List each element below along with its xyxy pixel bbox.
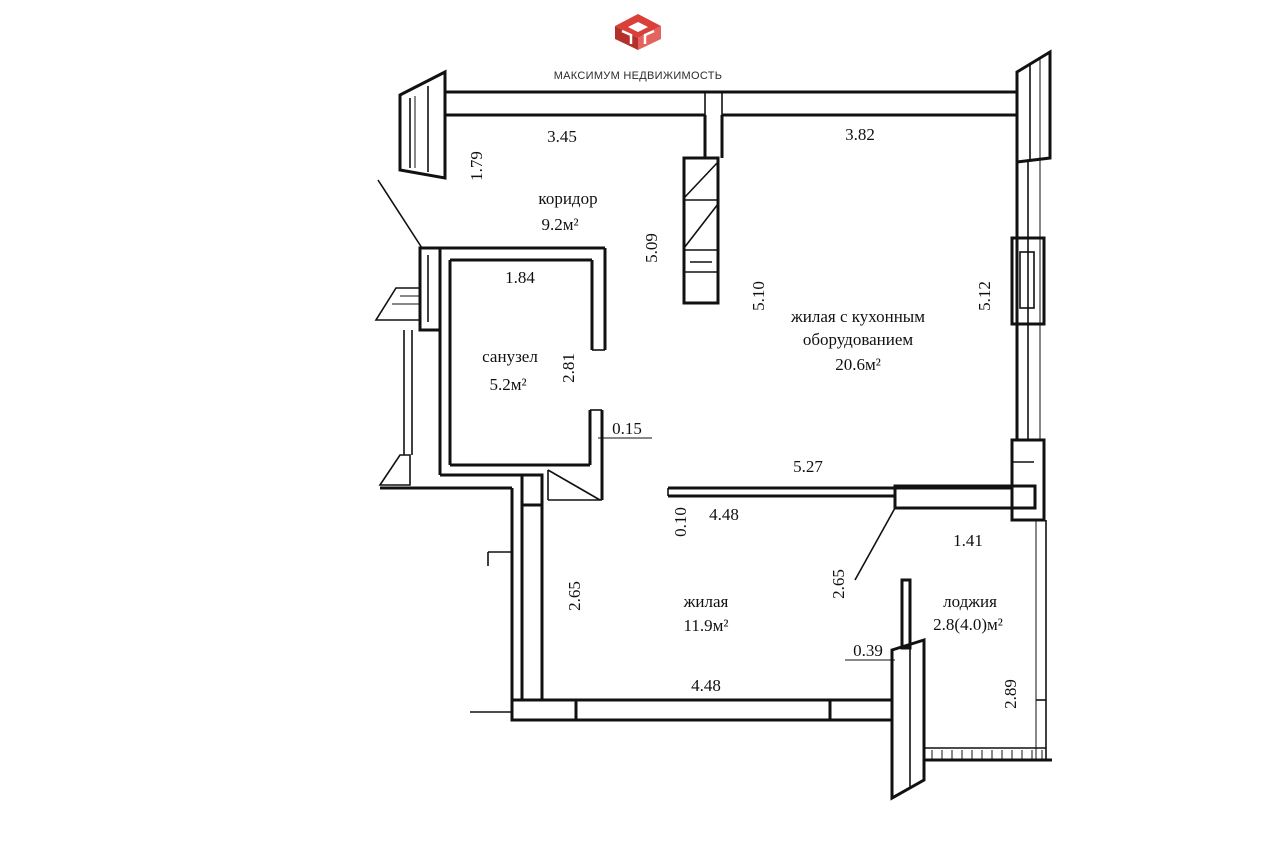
dim-partition-527: 5.27 bbox=[793, 457, 823, 476]
exterior-wall-top bbox=[444, 90, 1017, 117]
dim-partition-thickness: 0.10 bbox=[671, 507, 690, 537]
dim-loggia-depth: 2.89 bbox=[1001, 679, 1020, 709]
bathroom-area: 5.2м² bbox=[489, 375, 526, 394]
dim-kitchen-depth-left: 5.10 bbox=[749, 281, 768, 311]
loggia-walls bbox=[890, 578, 1052, 801]
window-top-left bbox=[398, 69, 447, 180]
dim-living-width-top: 4.48 bbox=[709, 505, 739, 524]
dim-loggia-width: 1.41 bbox=[953, 531, 983, 550]
brand-name: МАКСИМУМ НЕДВИЖИМОСТЬ bbox=[554, 70, 723, 82]
corridor-area: 9.2м² bbox=[541, 215, 578, 234]
dim-bathroom-depth: 2.81 bbox=[559, 353, 578, 383]
dim-partition-509: 5.09 bbox=[642, 233, 661, 263]
logo-cube-icon bbox=[615, 14, 661, 50]
exterior-wall-left bbox=[378, 330, 514, 713]
bathroom-name: санузел bbox=[482, 347, 538, 366]
dimension-leaders bbox=[598, 437, 895, 661]
corridor-name: коридор bbox=[538, 189, 597, 208]
dim-corridor-width: 3.45 bbox=[547, 127, 577, 146]
loggia-area: 2.8(4.0)м² bbox=[933, 615, 1003, 634]
dim-corridor-depth: 1.79 bbox=[467, 151, 486, 181]
kitchen-area: 20.6м² bbox=[835, 355, 881, 374]
dim-bathroom-width: 1.84 bbox=[505, 268, 535, 287]
loggia-name: лоджия bbox=[943, 592, 997, 611]
dim-living-depth-left: 2.65 bbox=[565, 581, 584, 611]
dim-wall-015: 0.15 bbox=[612, 419, 642, 438]
bathroom-walls bbox=[438, 246, 607, 700]
living-area: 11.9м² bbox=[684, 616, 729, 635]
ventilation-shaft bbox=[682, 115, 724, 305]
dim-living-width-bottom: 4.48 bbox=[691, 676, 721, 695]
dim-wall-039: 0.39 bbox=[853, 641, 883, 660]
kitchen-name-line2: оборудованием bbox=[803, 330, 914, 349]
dim-kitchen-width: 3.82 bbox=[845, 125, 875, 144]
partition-living-kitchen bbox=[667, 484, 1037, 581]
window-top-right bbox=[1015, 49, 1052, 164]
entrance-door bbox=[374, 179, 442, 332]
exterior-wall-bottom bbox=[510, 698, 894, 722]
dim-kitchen-depth-right: 5.12 bbox=[975, 281, 994, 311]
kitchen-name-line1: жилая с кухонным bbox=[790, 307, 925, 326]
exterior-wall-right bbox=[1010, 158, 1047, 760]
dim-living-depth-right: 2.65 bbox=[829, 569, 848, 599]
living-name: жилая bbox=[683, 592, 729, 611]
